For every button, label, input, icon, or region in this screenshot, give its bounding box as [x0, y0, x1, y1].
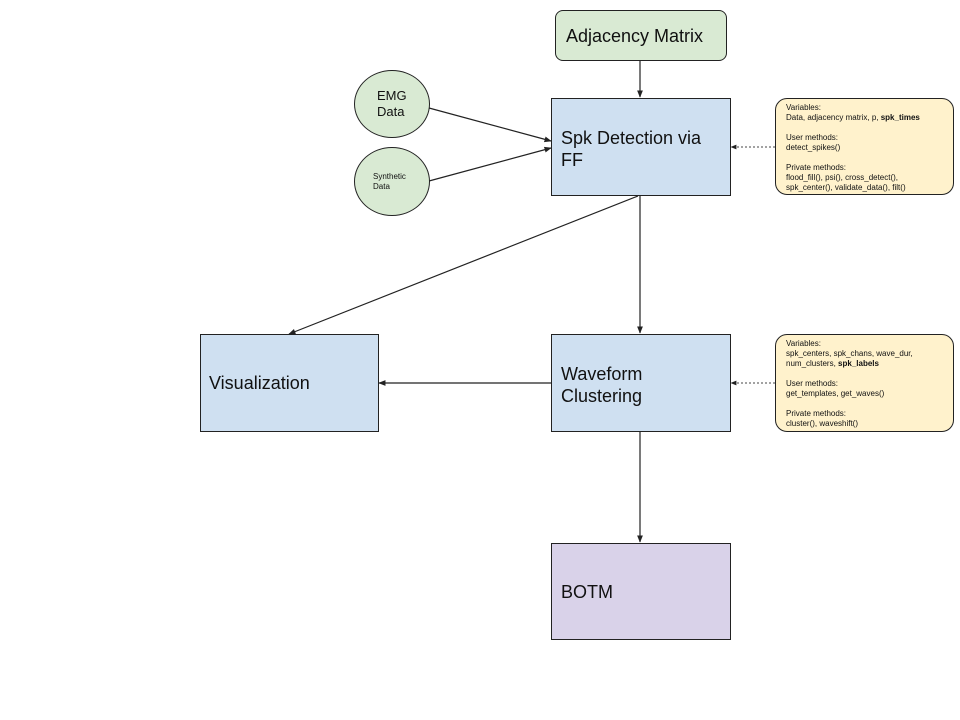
clustering-private-title: Private methods:: [786, 409, 847, 418]
detection-private-line2: spk_center(), validate_data(), filt(): [786, 183, 906, 192]
clustering-variables-title: Variables:: [786, 339, 821, 348]
waveform-clustering-label: Waveform Clustering: [561, 364, 643, 406]
clustering-variables-line2: num_clusters, spk_labels: [786, 359, 943, 369]
detection-variables-bold: spk_times: [880, 113, 920, 122]
spk-detection-node: Spk Detection via FF: [551, 98, 731, 196]
botm-node: BOTM: [551, 543, 731, 640]
clustering-note: Variables: spk_centers, spk_chans, wave_…: [775, 334, 954, 432]
clustering-variables-line1: spk_centers, spk_chans, wave_dur,: [786, 349, 913, 358]
detection-user-text: detect_spikes(): [786, 143, 841, 152]
detection-private-line1: flood_fill(), psi(), cross_detect(),: [786, 173, 899, 182]
clustering-user-title: User methods:: [786, 379, 839, 388]
detection-variables-line: Data, adjacency matrix, p, spk_times: [786, 113, 943, 123]
emg-data-node: EMG Data: [354, 70, 430, 138]
adjacency-matrix-label: Adjacency Matrix: [566, 25, 704, 46]
synthetic-data-label: Synthetic Data: [373, 171, 406, 191]
spk-detection-label: Spk Detection via FF: [561, 128, 702, 170]
botm-label: BOTM: [561, 581, 613, 602]
clustering-user-text: get_templates, get_waves(): [786, 389, 885, 398]
detection-variables-title: Variables:: [786, 103, 821, 112]
detection-user-title: User methods:: [786, 133, 839, 142]
edge-emg-to-detection: [428, 107, 552, 143]
detection-variables-text: Data, adjacency matrix, p,: [786, 113, 881, 122]
detection-private-title: Private methods:: [786, 163, 847, 172]
detection-note: Variables: Data, adjacency matrix, p, sp…: [775, 98, 954, 195]
synthetic-data-node: Synthetic Data: [354, 147, 430, 216]
clustering-private-text: cluster(), waveshift(): [786, 419, 859, 428]
emg-data-label: EMG Data: [377, 88, 407, 119]
edge-detection-to-visualization: [288, 195, 639, 335]
visualization-node: Visualization: [200, 334, 379, 432]
adjacency-matrix-node: Adjacency Matrix: [555, 10, 727, 61]
edge-synthetic-to-detection: [428, 146, 552, 182]
visualization-label: Visualization: [209, 373, 310, 393]
clustering-variables-text: num_clusters,: [786, 359, 839, 368]
waveform-clustering-node: Waveform Clustering: [551, 334, 731, 432]
clustering-variables-bold: spk_labels: [838, 359, 879, 368]
